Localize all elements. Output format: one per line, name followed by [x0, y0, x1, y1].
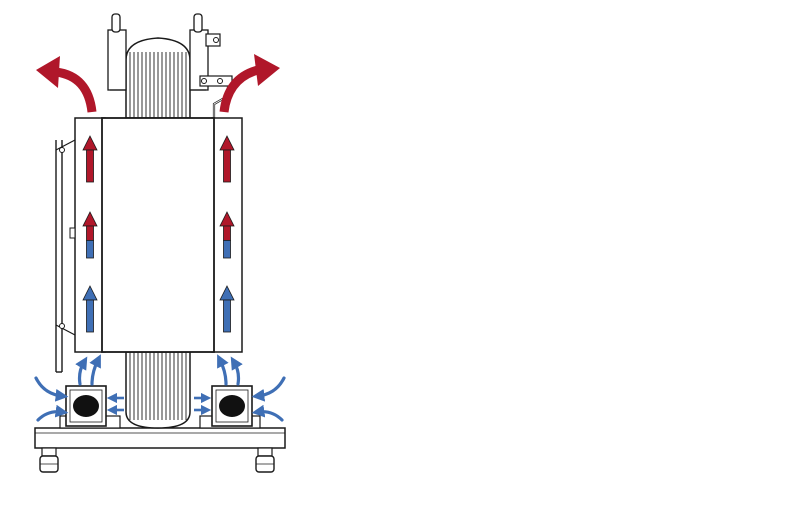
- fan-icon: [73, 395, 99, 417]
- winding-assembly: [55, 117, 243, 373]
- curved-arrow-in-icon: [251, 404, 284, 422]
- up-arrow-icon: [82, 285, 98, 333]
- core-ribs-bottom: [129, 352, 187, 420]
- curved-arrow-out-icon: [219, 54, 280, 113]
- curved-arrow-in-icon: [217, 354, 229, 386]
- transformer-core: [125, 37, 191, 429]
- up-arrow-icon: [82, 135, 98, 183]
- curved-arrow-out-icon: [36, 56, 97, 113]
- winding-body: [101, 117, 215, 353]
- clamp-left: [107, 29, 127, 91]
- bolt-bracket-right: [205, 33, 221, 47]
- curved-arrow-in-icon: [251, 376, 286, 402]
- side-rod: [55, 139, 76, 373]
- fan-right: [211, 385, 253, 427]
- base-rail: [34, 427, 286, 449]
- curved-arrow-in-icon: [36, 404, 69, 422]
- lifting-lug-right: [193, 13, 203, 33]
- up-arrow-icon: [82, 211, 98, 259]
- up-arrow-icon: [219, 211, 235, 259]
- curved-arrow-in-icon: [230, 356, 243, 386]
- curved-arrow-in-icon: [75, 356, 88, 386]
- up-arrow-icon: [219, 285, 235, 333]
- fan-left: [65, 385, 107, 427]
- wheel-left: [39, 447, 59, 473]
- fan-icon: [219, 395, 245, 417]
- curved-arrow-in-icon: [34, 376, 69, 402]
- airflow-arrows: [34, 54, 286, 422]
- curved-arrow-in-icon: [89, 354, 101, 386]
- wheel-right: [255, 447, 275, 473]
- lifting-lug-left: [111, 13, 121, 33]
- up-arrow-icon: [219, 135, 235, 183]
- core-ribs-top: [129, 52, 187, 118]
